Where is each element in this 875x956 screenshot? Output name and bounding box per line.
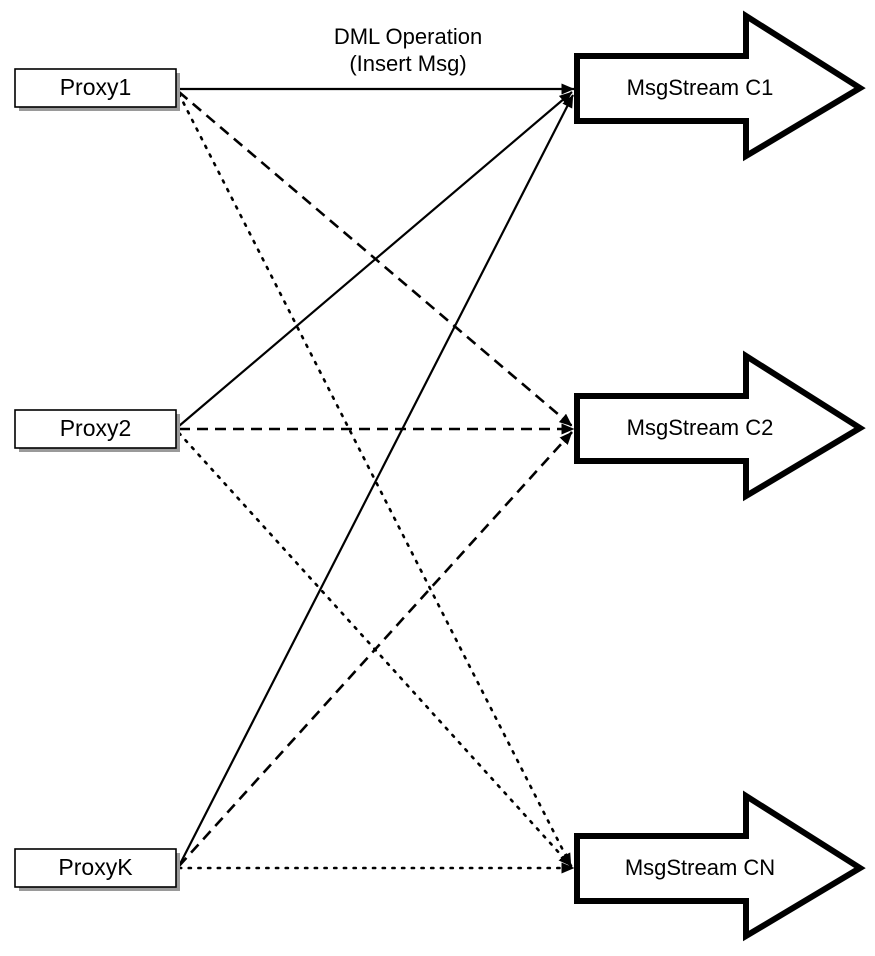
proxyk-label: ProxyK [58,854,133,880]
connector-proxy1-to-cn [177,92,573,868]
proxy2-box[interactable] [14,409,177,449]
msgstream-c1-label: MsgStream C1 [627,75,774,100]
msgstream-node-cn[interactable]: MsgStream CN [574,790,866,942]
msgstream-node-c2[interactable]: MsgStream C2 [574,350,866,502]
msgstream-c1-arrow-shape[interactable] [574,10,866,162]
edge-annotation-line2: (Insert Msg) [349,51,466,76]
edge-annotation: DML Operation (Insert Msg) [334,24,482,76]
msgstream-node-c1[interactable]: MsgStream C1 [574,10,866,162]
proxy1-label: Proxy1 [60,74,132,100]
edge-annotation-line1: DML Operation [334,24,482,49]
msgstream-c2-arrow-shape[interactable] [574,350,866,502]
proxy2-label: Proxy2 [60,415,132,441]
connector-proxyk-to-c1 [178,94,574,867]
proxy-node-proxy2[interactable]: Proxy2 [14,409,180,452]
proxyk-box[interactable] [14,848,177,888]
proxy-node-proxyk[interactable]: ProxyK [14,848,180,891]
proxy1-box[interactable] [14,68,177,108]
msgstream-c2-label: MsgStream C2 [627,415,774,440]
connector-proxy2-to-c1 [178,91,573,427]
connector-proxyk-to-c2 [178,431,573,867]
connector-group-proxyk [177,94,576,874]
msgstream-cn-arrow-shape[interactable] [574,790,866,942]
proxy-node-proxy1[interactable]: Proxy1 [14,68,180,111]
msgstream-cn-label: MsgStream CN [625,855,775,880]
